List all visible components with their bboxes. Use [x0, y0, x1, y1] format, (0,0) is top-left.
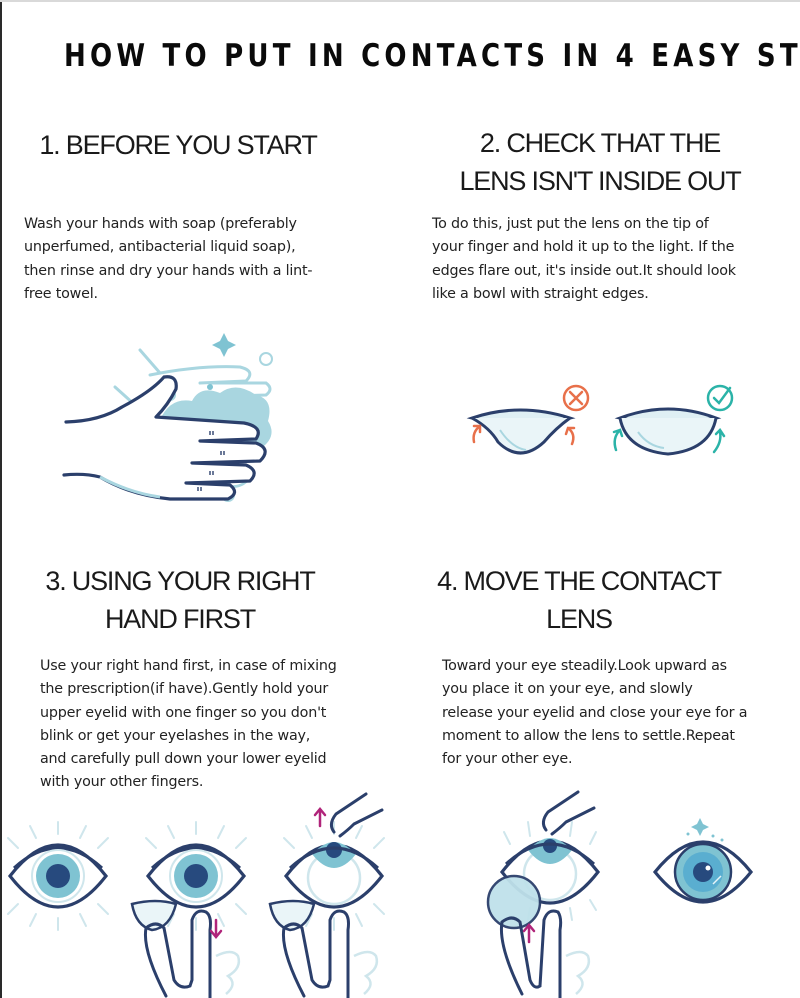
step-2-body: To do this, just put the lens on the tip…	[432, 213, 736, 306]
step-3-body: Use your right hand first, in case of mi…	[40, 655, 337, 795]
step-4-body-line: you place it on your eye, and slowly	[442, 681, 693, 698]
step-2-body-line: like a bowl with straight edges.	[432, 285, 649, 302]
step-4-body: Toward your eye steadily.Look upward as …	[442, 655, 747, 771]
arrow-up-icon	[313, 807, 327, 828]
step-1-body: Wash your hands with soap (preferably un…	[24, 213, 313, 306]
sparkle-icon	[686, 818, 724, 842]
step-4-body-line: Toward your eye steadily.Look upward as	[442, 658, 727, 674]
step-2-title-line-2: LENS ISN'T INSIDE OUT	[459, 166, 741, 196]
arrow-down-icon	[209, 918, 223, 939]
top-border	[0, 0, 800, 2]
step-4-body-line: moment to allow the lens to settle.Repea…	[442, 727, 735, 744]
step-3-title: 3. USING YOUR RIGHT HAND FIRST	[20, 562, 340, 638]
arrow-up-icon	[522, 923, 536, 944]
step-1-title-line-1: 1. BEFORE YOU START	[39, 130, 317, 160]
eye-icon	[7, 821, 109, 931]
check-circle-icon	[706, 384, 734, 412]
step-3-title-line-2: HAND FIRST	[104, 604, 256, 634]
step-1-title: 1. BEFORE YOU START	[28, 126, 328, 164]
step-2-title: 2. CHECK THAT THE LENS ISN'T INSIDE OUT	[400, 124, 800, 200]
lens-placement-and-clear-eye-icon	[450, 780, 800, 998]
step-4-title-line-1: 4. MOVE THE CONTACT	[437, 566, 722, 596]
step-4-title: 4. MOVE THE CONTACT LENS	[414, 562, 744, 638]
step-3-title-line-1: 3. USING YOUR RIGHT	[45, 566, 315, 596]
step-3-body-line: Use your right hand first, in case of mi…	[40, 658, 337, 674]
step-1-body-line: then rinse and dry your hands with a lin…	[24, 262, 313, 279]
eye-icon	[145, 821, 247, 931]
step-1-body-line: unperfumed, antibacterial liquid soap),	[24, 239, 296, 256]
step-3-body-line: and carefully pull down your lower eyeli…	[40, 751, 327, 768]
clear-eye-icon	[652, 840, 754, 904]
x-circle-icon	[562, 384, 590, 412]
step-2-body-line: your finger and hold it up to the light.…	[432, 239, 735, 256]
eye-eyelid-pull-sequence-icon	[6, 780, 406, 998]
step-3-body-line: upper eyelid with one finger so you don'…	[40, 704, 327, 721]
eye-looking-up-icon	[283, 821, 385, 931]
step-1-body-line: free towel.	[24, 285, 98, 302]
step-2-body-line: edges flare out, it's inside out.It shou…	[432, 262, 736, 279]
step-2-title-line-1: 2. CHECK THAT THE	[479, 128, 721, 158]
step-3-body-line: blink or get your eyelashes in the way,	[40, 727, 311, 744]
left-border	[0, 2, 2, 998]
step-2-body-line: To do this, just put the lens on the tip…	[432, 216, 709, 232]
step-3-body-line: the prescription(if have).Gently hold yo…	[40, 681, 329, 698]
lens-inside-out-vs-correct-icon	[460, 380, 750, 460]
step-4-title-line-2: LENS	[546, 604, 613, 634]
page-title: HOW TO PUT IN CONTACTS IN 4 EASY STEPS	[64, 38, 800, 74]
step-4-body-line: release your eyelid and close your eye f…	[442, 704, 748, 721]
step-3-body-line: with your other fingers.	[40, 774, 204, 791]
hand-washing-with-soap-icon	[60, 325, 280, 505]
step-4-body-line: for your other eye.	[442, 751, 573, 768]
step-1-body-line: Wash your hands with soap (preferably	[24, 216, 297, 232]
